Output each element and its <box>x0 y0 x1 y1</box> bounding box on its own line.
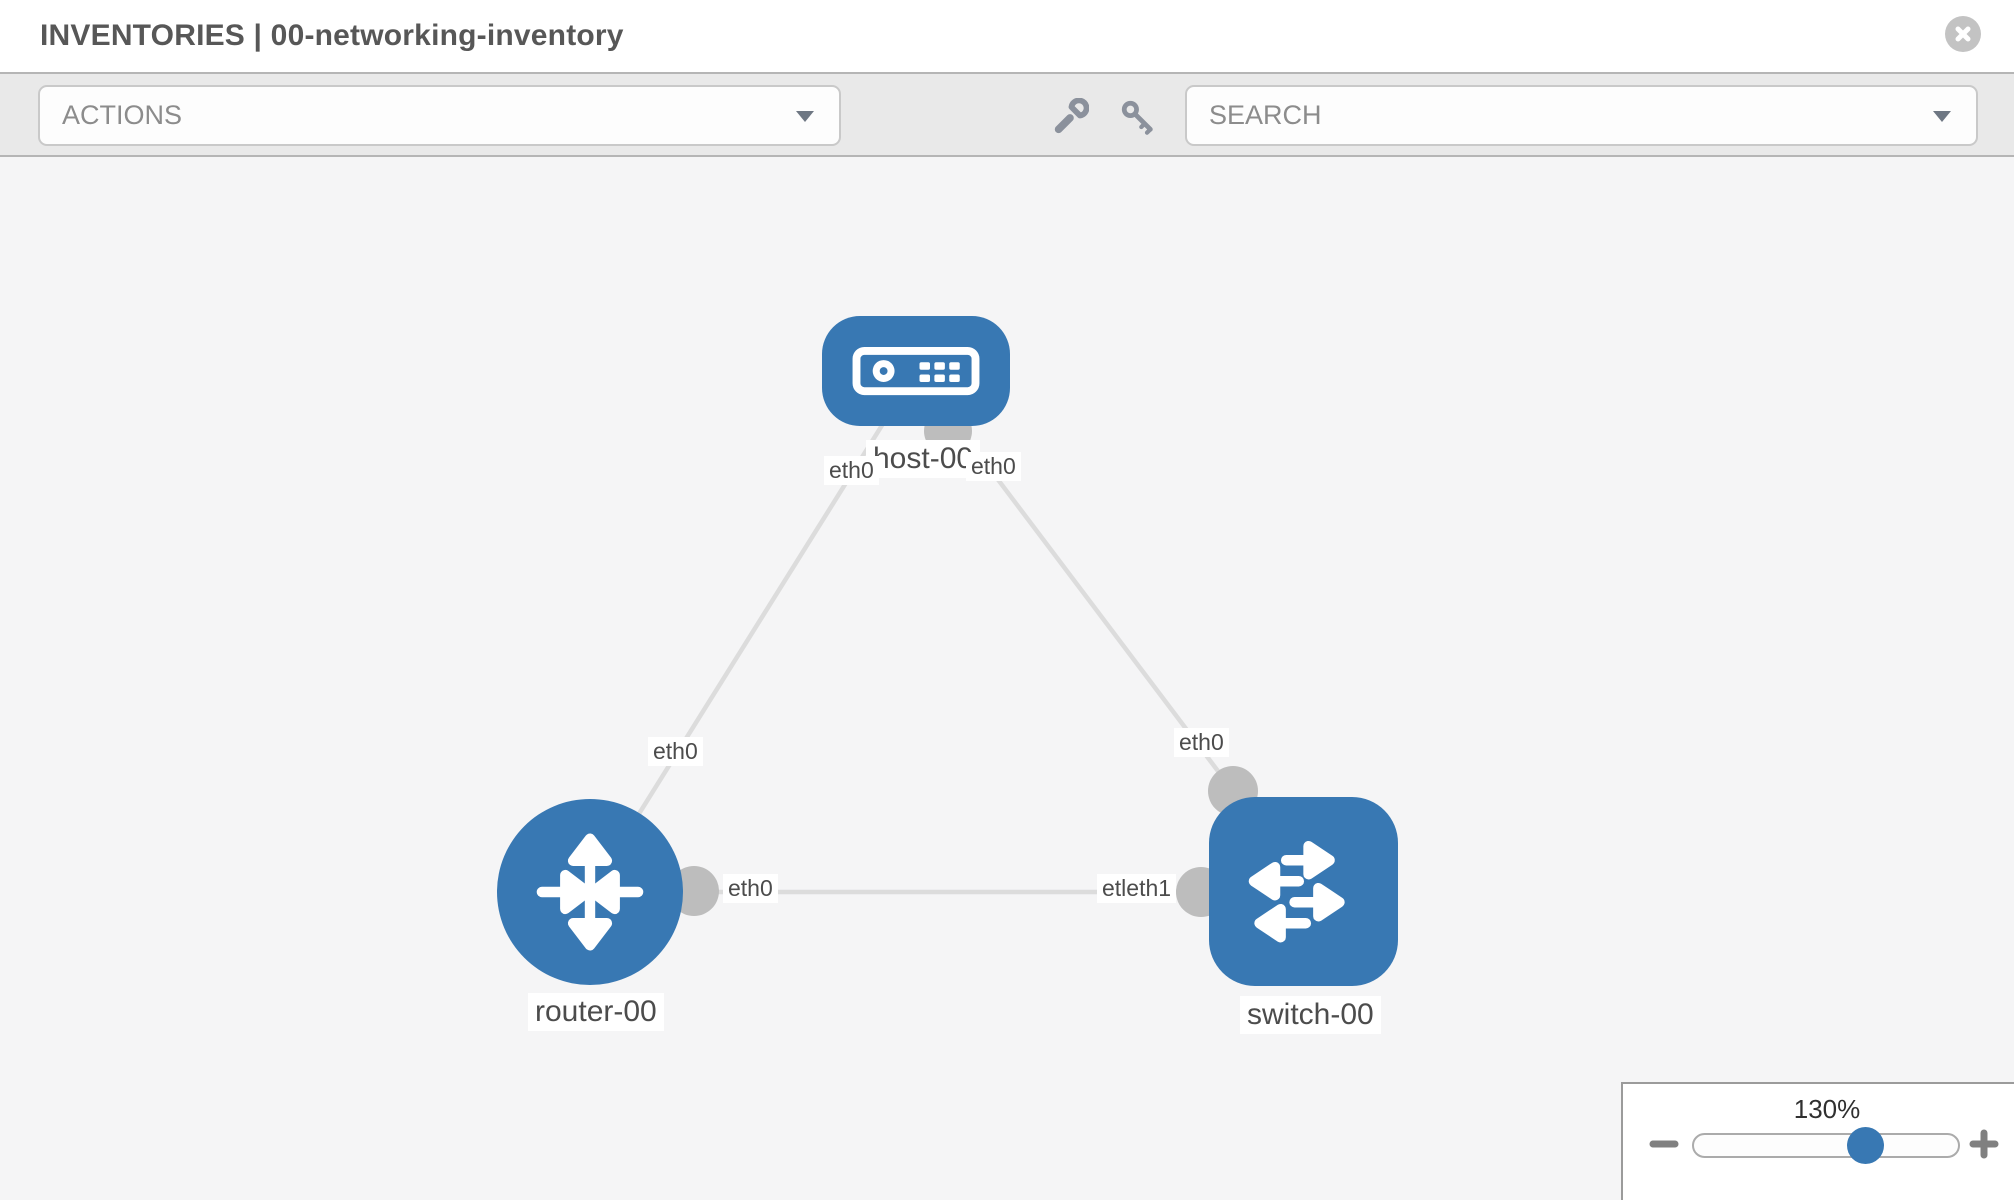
page-title: INVENTORIES | 00-networking-inventory <box>40 19 624 52</box>
node-label-switch: switch-00 <box>1240 996 1381 1034</box>
key-icon <box>1119 100 1157 139</box>
zoom-slider-thumb[interactable] <box>1847 1127 1884 1164</box>
interface-label: eth0 <box>723 874 778 903</box>
interface-label: etleth1 <box>1097 874 1177 903</box>
node-router-00[interactable] <box>497 799 683 985</box>
actions-dropdown-label: ACTIONS <box>62 100 183 130</box>
node-label-host: host-00 <box>866 440 981 478</box>
zoom-in-button[interactable] <box>1967 1128 2001 1162</box>
search-placeholder: SEARCH <box>1209 100 1322 130</box>
interface-label: eth0 <box>824 456 879 485</box>
links-layer <box>588 369 1235 895</box>
wrench-icon <box>1051 97 1090 139</box>
toolbar: ACTIONS SEARCH <box>0 72 2014 157</box>
node-label-router: router-00 <box>528 993 664 1031</box>
interface-label: eth0 <box>966 452 1021 481</box>
chevron-down-icon <box>796 111 814 122</box>
plus-icon <box>1969 1129 1999 1162</box>
configure-button[interactable] <box>1051 97 1090 139</box>
zoom-level-value: 130% <box>1793 1094 1861 1124</box>
interface-label: eth0 <box>648 737 703 766</box>
search-dropdown[interactable]: SEARCH <box>1185 85 1978 146</box>
topology-canvas[interactable]: host-00 router-00 switch-00 eth0 eth0 et… <box>0 157 2014 1200</box>
header: INVENTORIES | 00-networking-inventory <box>0 0 2014 72</box>
minus-icon <box>1649 1140 1679 1162</box>
zoom-control-panel: 130% <box>1621 1082 2014 1200</box>
chevron-down-icon <box>1933 111 1951 122</box>
actions-dropdown[interactable]: ACTIONS <box>38 85 841 146</box>
interface-label: eth0 <box>1174 728 1229 757</box>
credentials-button[interactable] <box>1119 98 1157 136</box>
close-button[interactable] <box>1945 16 1981 52</box>
node-host-00[interactable] <box>822 316 1010 426</box>
node-switch-00[interactable] <box>1209 797 1398 986</box>
zoom-slider[interactable] <box>1692 1133 1960 1158</box>
zoom-out-button[interactable] <box>1647 1128 1681 1162</box>
